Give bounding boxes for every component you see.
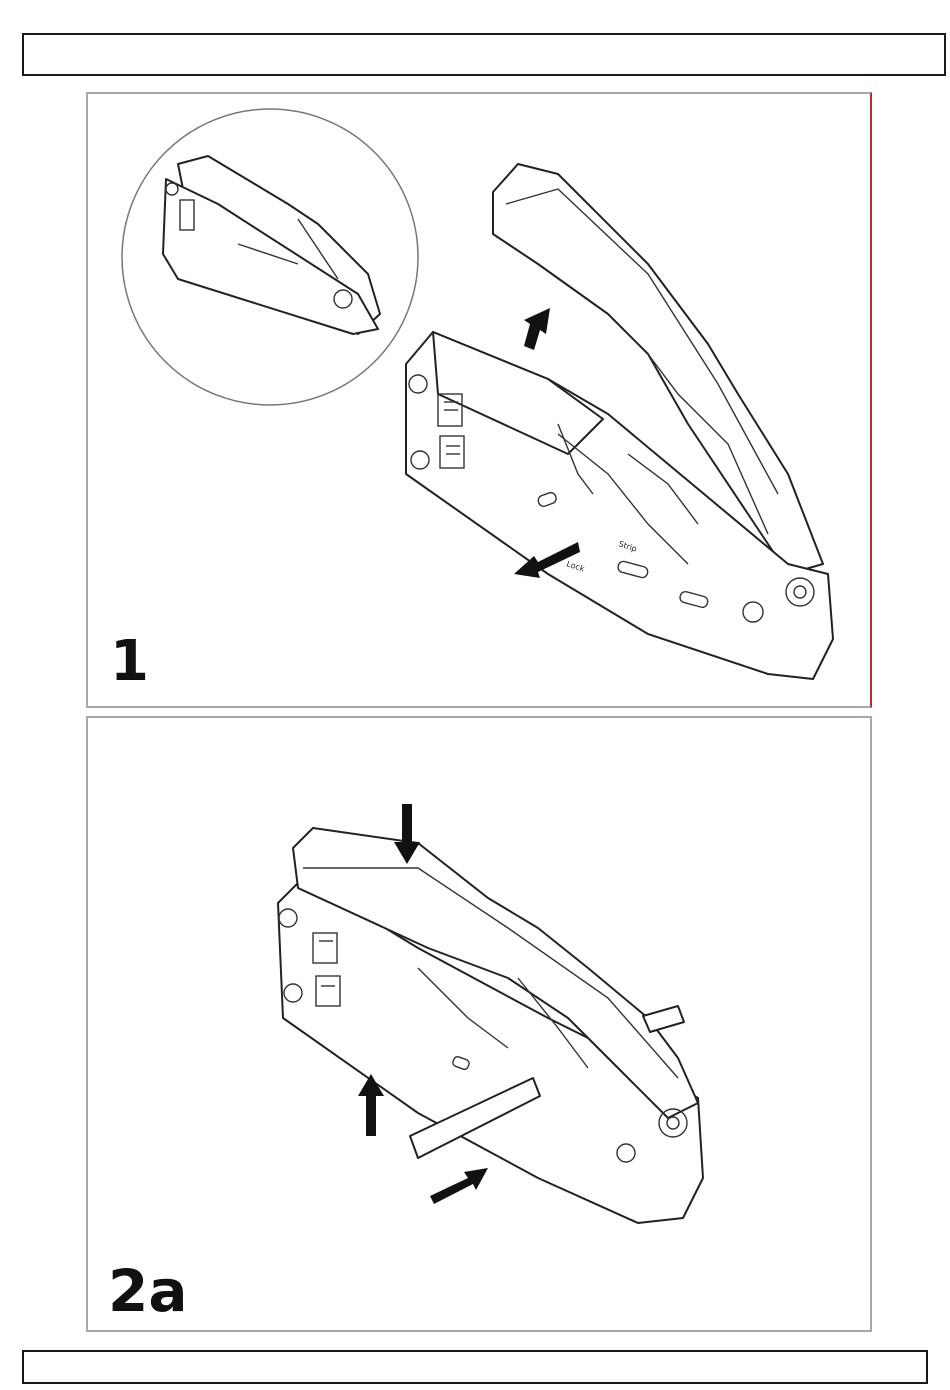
- step-number-1: 1: [110, 634, 149, 690]
- crimp-tool-open-illustration: Lock Strip: [88, 94, 870, 706]
- arrow-right-icon: [430, 1168, 488, 1204]
- figure-panel-2a: 2a: [86, 716, 872, 1332]
- crimp-tool-closed-illustration: [88, 718, 870, 1330]
- step-number-2a: 2a: [108, 1262, 188, 1320]
- footer-bar: [22, 1350, 928, 1384]
- inset-detail-circle: [122, 109, 418, 405]
- arrow-up-icon: [524, 308, 550, 350]
- header-bar: [22, 33, 946, 76]
- cable-offcut: [643, 1006, 684, 1032]
- figure-panel-1: Lock Strip 1: [86, 92, 872, 708]
